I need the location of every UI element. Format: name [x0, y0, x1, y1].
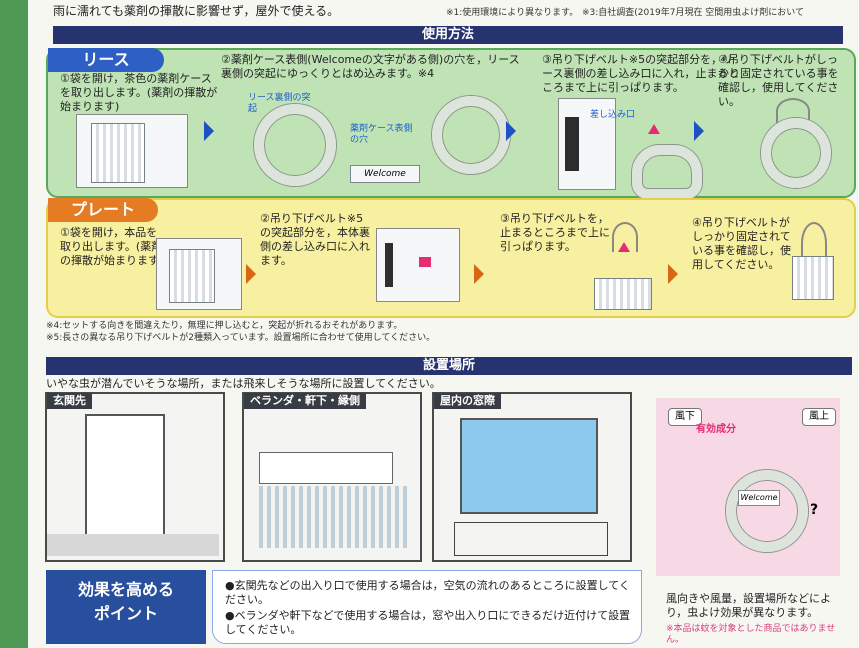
wreath-step-3-label: 差し込み口: [590, 110, 636, 120]
right-note-2: ※本品は蚊を対象とした商品ではありません。: [666, 624, 836, 645]
location-intro: いやな虫が潜んでいそうな場所，または飛来しそうな場所に設置してください。: [46, 377, 441, 390]
wreath-slot-illustration: [558, 98, 616, 190]
wreath-pulled-icon: [632, 145, 702, 199]
plate-tag: プレート: [48, 198, 158, 222]
plate-product: [594, 278, 652, 310]
top-copy: 雨に濡れても薬剤の揮散に影響せず，屋外で使える。: [53, 4, 340, 18]
wreath-step-4: ④吊り下げベルトがしっかり固定されている事を確認し，使用してください。: [718, 53, 839, 108]
pull-up-arrow-icon: [648, 124, 660, 134]
plate-step-1: ①袋を開け，本品を取り出します。(薬剤の揮散が始まります): [60, 226, 164, 267]
arrow-icon: [506, 121, 516, 141]
welcome-text: Welcome: [738, 490, 780, 506]
belt-icon: [776, 98, 810, 124]
drug-case-plate: [91, 123, 145, 183]
window-tag: 屋内の窓際: [434, 393, 501, 409]
window-section: 屋内の窓際: [432, 392, 632, 562]
question-mark-icon: ?: [810, 502, 819, 518]
slot-bar: [565, 117, 579, 171]
veranda-tag: ベランダ・軒下・縁側: [244, 393, 366, 409]
effect-tag: 効果を高める ポイント: [46, 570, 206, 644]
wreath-back-icon: [432, 96, 510, 174]
step: [47, 534, 219, 556]
door: [85, 414, 165, 540]
wreath-icon: [726, 470, 808, 552]
insert-arrow-icon: [419, 257, 431, 267]
arrow-icon: [204, 121, 214, 141]
wreath-step-2: ②薬剤ケース表側(Welcomeの文字がある側)の穴を，リース裏側の突起にゆっく…: [221, 53, 520, 80]
usage-note-5: ※5:長さの異なる吊り下げベルトが2種類入っています。設置場所に合わせて使用して…: [46, 333, 436, 343]
plate-step-1-illustration: [156, 238, 242, 310]
usage-band: 使用方法: [53, 26, 843, 44]
arrow-icon: [668, 264, 678, 284]
plate-step-3: ③吊り下げベルトを，止まるところまで上に引っぱります。: [500, 212, 610, 253]
entrance-section: 玄関先: [45, 392, 225, 562]
window: [460, 418, 598, 514]
plate-product: [169, 249, 215, 303]
left-green-edge: [0, 0, 28, 648]
arrow-icon: [694, 121, 704, 141]
effect-box: ●玄関先などの出入り口で使用する場合は，空気の流れのあるところに設置してください…: [212, 570, 642, 644]
arrow-icon: [246, 264, 256, 284]
active-ingredient-label: 有効成分: [696, 424, 736, 435]
wreath-step-1-illustration: [76, 114, 188, 188]
effect-point-1: ●玄関先などの出入り口で使用する場合は，空気の流れのあるところに設置してください…: [225, 579, 630, 606]
windward-label: 風上: [802, 408, 836, 426]
usage-note-4: ※4:セットする向きを間違えたり，無理に押し込むと，突起が折れるおそれがあります…: [46, 321, 403, 331]
location-band: 設置場所: [46, 357, 852, 375]
slot-bar: [385, 243, 393, 287]
wreath-step-2-label-2: 薬剤ケース表側の穴: [350, 124, 413, 145]
arrow-icon: [474, 264, 484, 284]
note-1: ※1:使用環境により異なります。: [446, 8, 579, 18]
veranda-section: ベランダ・軒下・縁側: [242, 392, 422, 562]
welcome-plate: Welcome: [350, 165, 420, 183]
wreath-icon: [254, 104, 336, 186]
plate-step-4: ④吊り下げベルトがしっかり固定されている事を確認し，使用してください。: [692, 216, 791, 271]
wreath-step-3: ③吊り下げベルト※5の突起部分を，リース裏側の差し込み口に入れ，止まるところまで…: [542, 53, 740, 94]
package-card: 雨に濡れても薬剤の揮散に影響せず，屋外で使える。 ※1:使用環境により異なります…: [28, 0, 859, 648]
plate-slot-illustration: [376, 228, 460, 302]
entrance-tag: 玄関先: [47, 393, 92, 409]
right-note-1: 風向きや風量，設置場所などにより，虫よけ効果が異なります。: [666, 592, 831, 619]
wind-diagram: 風下 風上 有効成分 Welcome ?: [656, 398, 840, 576]
plate-product: [792, 256, 834, 300]
plate-step-2: ②吊り下げベルト※5の突起部分を，本体裏側の差し込み口に入れます。: [260, 212, 370, 267]
pull-up-arrow-icon: [618, 242, 630, 252]
wreath-step-2-label-1: リース裏側の突起: [248, 93, 311, 114]
effect-title-1: 効果を高める: [77, 580, 174, 599]
window-sill: [454, 522, 608, 556]
wreath-step-1: ①袋を開け，茶色の薬剤ケースを取り出します。(薬剤の揮散が始まります): [60, 72, 218, 113]
belt-icon: [801, 222, 827, 264]
wreath-tag: リース: [48, 48, 164, 72]
laundry-area: [259, 452, 393, 484]
leeward-label: 風下: [668, 408, 702, 426]
hung-wreath-icon: [761, 118, 831, 188]
effect-title-2: ポイント: [93, 604, 158, 623]
railing: [259, 486, 409, 548]
effect-point-2: ●ベランダや軒下などで使用する場合は，窓や出入り口にできるだけ近付けて設置してく…: [225, 609, 631, 636]
note-3: ※3:自社調査(2019年7月現在 空間用虫よけ剤において: [582, 8, 805, 18]
belt-icon: [612, 222, 638, 252]
